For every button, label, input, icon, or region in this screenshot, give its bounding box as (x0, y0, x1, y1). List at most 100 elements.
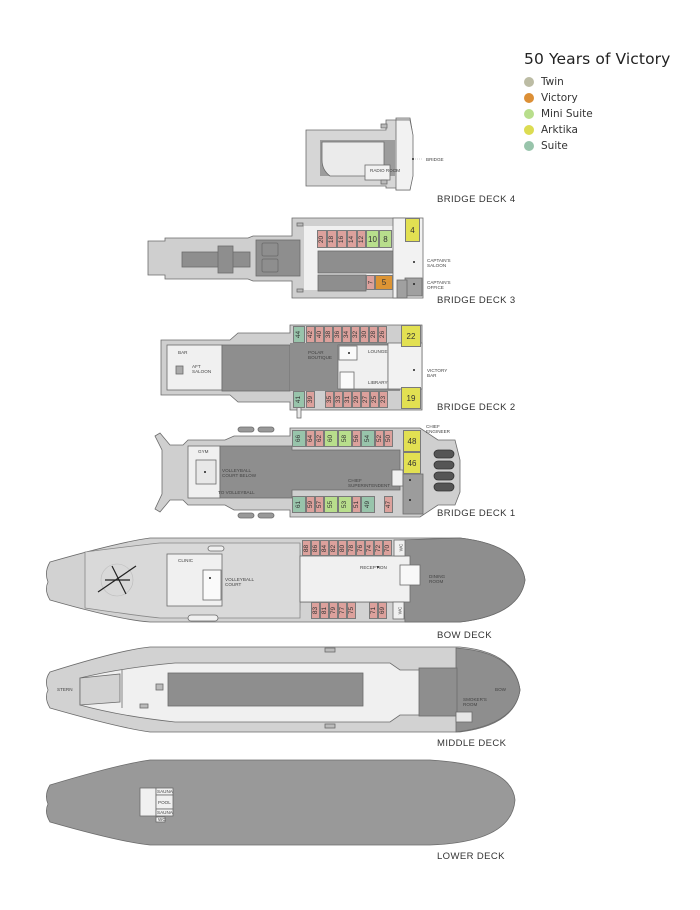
cabin-number: 40 (316, 330, 324, 339)
cabin-31[interactable]: 31 (343, 391, 352, 408)
cabin-41[interactable]: 41 (293, 391, 305, 408)
cabin-14[interactable]: 14 (347, 230, 357, 248)
cabin-48[interactable]: 48 (403, 430, 421, 452)
cabin-19[interactable]: 19 (401, 387, 421, 409)
cabin-82[interactable]: 82 (329, 540, 338, 556)
polar-boutique-label: POLAR BOUTIQUE (308, 350, 332, 360)
cabin-number: 57 (316, 500, 324, 509)
cabin-86[interactable]: 86 (311, 540, 320, 556)
cabin-10[interactable]: 10 (366, 230, 379, 248)
cabin-57[interactable]: 57 (315, 496, 324, 513)
cabin-55[interactable]: 55 (324, 496, 338, 513)
cabin-79[interactable]: 79 (329, 602, 338, 619)
cabin-4[interactable]: 4 (405, 218, 420, 242)
cabin-number: 66 (295, 434, 303, 443)
cabin-5[interactable]: 5 (375, 275, 393, 290)
cabin-number: 36 (334, 330, 342, 339)
cabin-22[interactable]: 22 (401, 325, 421, 347)
cabin-35[interactable]: 35 (325, 391, 334, 408)
cabin-80[interactable]: 80 (338, 540, 347, 556)
cabin-27[interactable]: 27 (361, 391, 370, 408)
cabin-71[interactable]: 71 (369, 602, 378, 619)
cabin-60[interactable]: 60 (324, 430, 338, 447)
cabin-62[interactable]: 62 (315, 430, 324, 447)
cabin-number: 20 (318, 235, 326, 243)
cabin-52[interactable]: 52 (375, 430, 384, 447)
cabin-78[interactable]: 78 (347, 540, 356, 556)
cabin-29[interactable]: 29 (352, 391, 361, 408)
cabin-32[interactable]: 32 (351, 326, 360, 343)
cabin-number: 81 (321, 606, 329, 615)
cabin-74[interactable]: 74 (365, 540, 374, 556)
cabin-16[interactable]: 16 (337, 230, 347, 248)
cabin-51[interactable]: 51 (352, 496, 361, 513)
cabin-50[interactable]: 50 (384, 430, 393, 447)
cabin-8[interactable]: 8 (379, 230, 392, 248)
legend-item-arktika: Arktika (524, 122, 670, 138)
cabin-number: 46 (407, 458, 417, 468)
victory-bar-label: VICTORY BAR (427, 368, 448, 378)
cabin-40[interactable]: 40 (315, 326, 324, 343)
cabin-26[interactable]: 26 (378, 326, 387, 343)
cabin-76[interactable]: 76 (356, 540, 365, 556)
cabin-53[interactable]: 53 (338, 496, 352, 513)
volleyball-court-below-label: VOLLEYBALL COURT BELOW (222, 468, 257, 478)
cabin-34[interactable]: 34 (342, 326, 351, 343)
cabin-72[interactable]: 72 (374, 540, 383, 556)
cabin-56[interactable]: 56 (352, 430, 361, 447)
cabin-12[interactable]: 12 (357, 230, 366, 248)
sauna-top-label: SAUNA (157, 789, 173, 794)
lower-deck (46, 759, 516, 846)
cabin-number: 56 (353, 434, 361, 443)
cabin-28[interactable]: 28 (369, 326, 378, 343)
bridge-deck-2-label: BRIDGE DECK 2 (437, 402, 516, 413)
bridge-deck-4-label: BRIDGE DECK 4 (437, 194, 516, 205)
cabin-66[interactable]: 66 (292, 430, 306, 447)
cabin-54[interactable]: 54 (361, 430, 375, 447)
cabin-59[interactable]: 59 (306, 496, 315, 513)
cabin-83[interactable]: 83 (311, 602, 320, 619)
cabin-number: 72 (375, 544, 383, 552)
cabin-number: 35 (326, 395, 334, 404)
cabin-75[interactable]: 75 (347, 602, 356, 619)
cabin-47[interactable]: 47 (384, 496, 393, 513)
cabin-77[interactable]: 77 (338, 602, 347, 619)
cabin-30[interactable]: 30 (360, 326, 369, 343)
cabin-64[interactable]: 64 (306, 430, 315, 447)
cabin-70[interactable]: 70 (383, 540, 392, 556)
cabin-46[interactable]: 46 (403, 452, 421, 474)
bridge-deck-2 (160, 324, 423, 419)
cabin-44[interactable]: 44 (293, 326, 305, 343)
cabin-69[interactable]: 69 (378, 602, 387, 619)
bridge-deck-1 (154, 426, 461, 519)
cabin-88[interactable]: 88 (302, 540, 311, 556)
cabin-number: 31 (344, 395, 352, 404)
cabin-18[interactable]: 18 (327, 230, 337, 248)
cabin-number: 86 (312, 544, 320, 552)
cabin-81[interactable]: 81 (320, 602, 329, 619)
chief-engineer-label: CHIEF ENGINEER (426, 424, 450, 434)
cabin-33[interactable]: 33 (334, 391, 343, 408)
cabin-42[interactable]: 42 (306, 326, 315, 343)
cabin-84[interactable]: 84 (320, 540, 329, 556)
cabin-number: 7 (367, 280, 374, 285)
cabin-number: 34 (343, 330, 351, 339)
cabin-39[interactable]: 39 (306, 391, 315, 408)
cabin-number: 84 (321, 544, 329, 552)
cabin-61[interactable]: 61 (292, 496, 306, 513)
cabin-7[interactable]: 7 (366, 275, 375, 290)
cabin-36[interactable]: 36 (333, 326, 342, 343)
captains-saloon-label: CAPTAIN'S SALOON (427, 258, 451, 268)
cabin-38[interactable]: 38 (324, 326, 333, 343)
cabin-23[interactable]: 23 (379, 391, 388, 408)
cabin-58[interactable]: 58 (338, 430, 352, 447)
mini-suite-swatch-icon (524, 109, 534, 119)
cabin-number: 18 (328, 235, 336, 243)
cabin-49[interactable]: 49 (361, 496, 375, 513)
wc-top-label: WC (398, 543, 404, 552)
cabin-20[interactable]: 20 (317, 230, 327, 248)
victory-swatch-icon (524, 93, 534, 103)
cabin-25[interactable]: 25 (370, 391, 379, 408)
cabin-number: 62 (316, 434, 324, 443)
cabin-number: 51 (353, 500, 361, 509)
